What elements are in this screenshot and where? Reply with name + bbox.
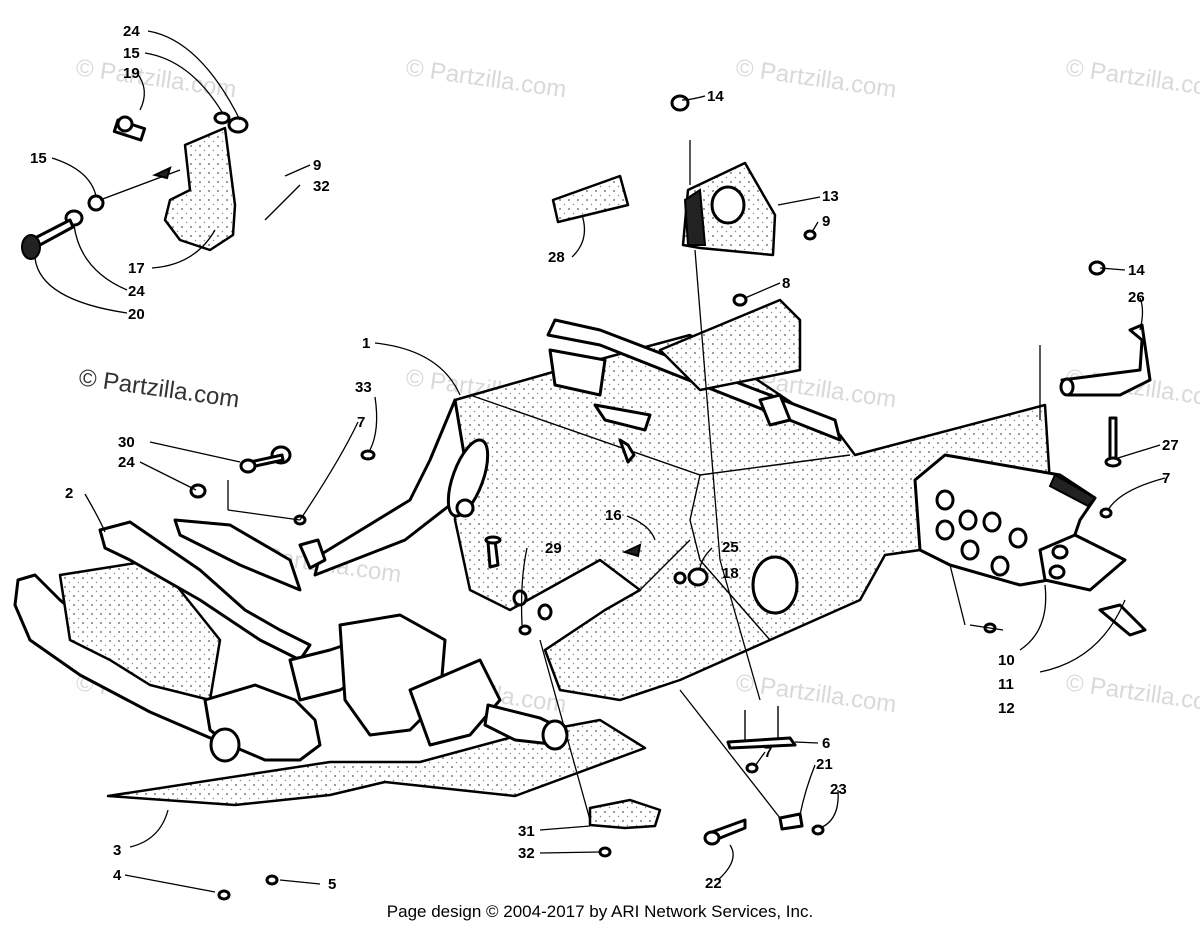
callout: 15 [123, 45, 140, 62]
callout: 25 [722, 539, 739, 556]
main-watermark: © Partzilla.com [77, 364, 241, 413]
upper-left-bracket [21, 111, 249, 260]
footrest [913, 453, 1147, 637]
callout: 18 [722, 565, 739, 582]
main-frame [313, 333, 1054, 702]
callout: 23 [830, 781, 847, 798]
fasteners [189, 94, 1113, 901]
callout: 5 [328, 876, 336, 893]
watermark: © Partzilla.com [1064, 54, 1200, 103]
watermark: © Partzilla.com [1064, 669, 1200, 718]
callout: 9 [822, 213, 830, 230]
callout: 15 [30, 150, 47, 167]
watermark: © Partzilla.com [734, 54, 898, 103]
callout: 30 [118, 434, 135, 451]
front-suspension [13, 518, 569, 763]
callout: 7 [357, 414, 365, 431]
callout: 7 [764, 744, 772, 761]
callout: 26 [1128, 289, 1145, 306]
callout: 19 [123, 65, 140, 82]
callout: 12 [998, 700, 1015, 717]
callout-labels: 24 15 19 15 9 32 17 24 20 14 13 9 28 8 1… [30, 23, 1179, 893]
watermark: © Partzilla.com [74, 54, 238, 103]
callout: 7 [1162, 470, 1170, 487]
callout: 6 [822, 735, 830, 752]
callout: 22 [705, 875, 722, 892]
callout: 3 [113, 842, 121, 859]
callout: 10 [998, 652, 1015, 669]
callout: 24 [128, 283, 145, 300]
callout: 2 [65, 485, 73, 502]
callout: 24 [118, 454, 135, 471]
callout: 4 [113, 867, 122, 884]
frame-top-brackets [546, 298, 842, 464]
lower-brackets [588, 706, 804, 846]
belly-pan [106, 718, 647, 807]
callout: 16 [605, 507, 622, 524]
callout: 20 [128, 306, 145, 323]
callout: 13 [822, 188, 839, 205]
watermark: © Partzilla.com [404, 54, 568, 103]
callout: 33 [355, 379, 372, 396]
callout: 21 [816, 756, 833, 773]
callout: 28 [548, 249, 565, 266]
leader-lines [34, 30, 1166, 893]
steering-post-bracket [551, 140, 777, 561]
callout: 14 [707, 88, 724, 105]
callout: 8 [782, 275, 790, 292]
callout: 27 [1162, 437, 1179, 454]
callout: 29 [545, 540, 562, 557]
copyright-footer: Page design © 2004-2017 by ARI Network S… [386, 902, 814, 921]
callout: 14 [1128, 262, 1145, 279]
callout: 1 [362, 335, 370, 352]
callout: 11 [998, 676, 1014, 693]
callout: 31 [518, 823, 535, 840]
callout: 17 [128, 260, 145, 277]
callout: 32 [518, 845, 535, 862]
right-bracket [1039, 260, 1152, 468]
callout: 9 [313, 157, 321, 174]
callout: 32 [313, 178, 330, 195]
callout: 24 [123, 23, 140, 40]
